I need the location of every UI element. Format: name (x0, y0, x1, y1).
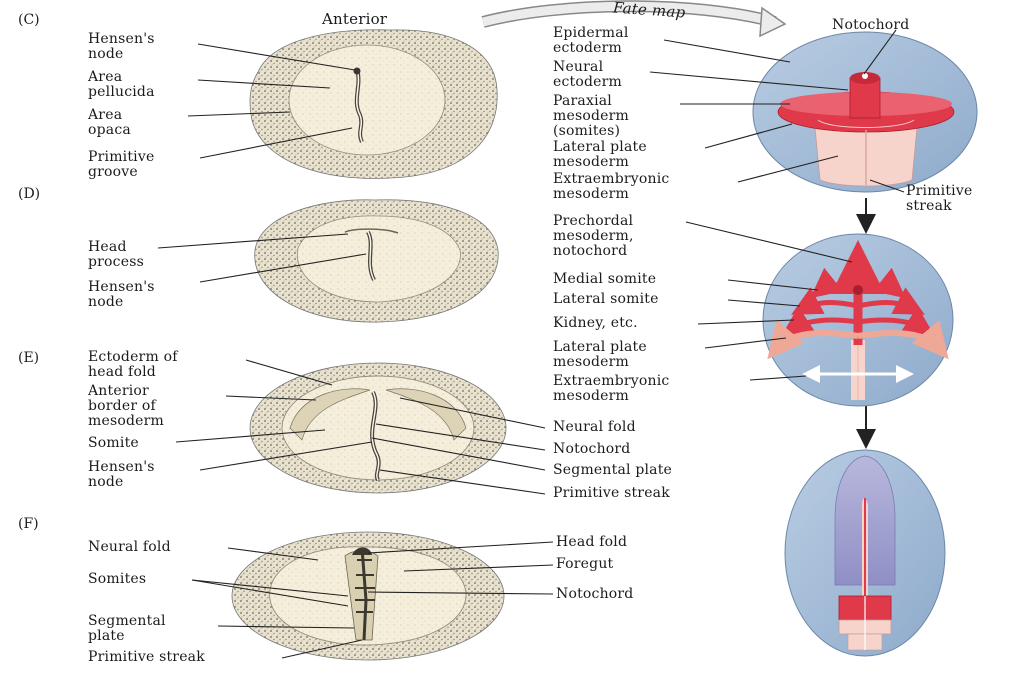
label-d-head-process: Head process (88, 239, 144, 270)
label-d-hensens-node: Hensen's node (88, 279, 155, 310)
fate-map-3 (784, 449, 946, 657)
leader-lines (157, 29, 905, 659)
fate-map-2 (762, 233, 954, 407)
heading-anterior: Anterior (322, 10, 388, 28)
label-f-foregut: Foregut (556, 556, 614, 572)
label-e-segmental-plate: Segmental plate (553, 462, 673, 478)
label-fm1-lateral-plate: Lateral plate mesoderm (553, 139, 647, 170)
label-fm1-paraxial-mesoderm: Paraxial mesoderm (somites) (553, 93, 629, 139)
label-fm2-lateral-somite: Lateral somite (553, 291, 659, 307)
embryo-d (254, 199, 499, 323)
stage-label-d: (D) (18, 186, 41, 202)
label-c-area-opaca: Area opaca (88, 107, 131, 138)
label-fm2-kidney: Kidney, etc. (553, 315, 638, 331)
label-f-somites: Somites (88, 571, 147, 587)
label-e-hensens-node: Hensen's node (88, 459, 155, 490)
label-f-head-fold: Head fold (556, 534, 628, 550)
fate-map-1 (752, 31, 978, 193)
label-e-primitive-streak: Primitive streak (553, 485, 670, 501)
label-fm2-prechordal: Prechordal mesoderm, notochord (553, 213, 634, 259)
embryo-c (249, 29, 498, 179)
label-e-ectoderm-head-fold: Ectoderm of head fold (88, 349, 178, 380)
label-c-primitive-groove: Primitive groove (88, 149, 155, 180)
label-fm1-neural-ectoderm: Neural ectoderm (553, 59, 622, 90)
label-f-primitive-streak: Primitive streak (88, 649, 205, 665)
label-f-segmental-plate: Segmental plate (88, 613, 166, 644)
label-fm1-extraembryonic: Extraembryonic mesoderm (553, 171, 670, 202)
label-e-notochord: Notochord (553, 441, 631, 457)
label-e-anterior-border: Anterior border of mesoderm (88, 383, 164, 429)
label-c-hensens-node: Hensen's node (88, 31, 155, 62)
label-e-somite: Somite (88, 435, 139, 451)
label-fm2-medial-somite: Medial somite (553, 271, 657, 287)
label-e-neural-fold: Neural fold (553, 419, 636, 435)
label-f-notochord: Notochord (556, 586, 634, 602)
label-f-neural-fold: Neural fold (88, 539, 171, 555)
label-fm1-primitive-streak: Primitive streak (906, 183, 973, 214)
embryo-f (231, 531, 505, 661)
label-fm1-notochord: Notochord (832, 17, 910, 33)
stage-label-f: (F) (18, 516, 39, 532)
stage-label-c: (C) (18, 12, 40, 28)
label-fm2-lateral-plate: Lateral plate mesoderm (553, 339, 647, 370)
embryo-e (249, 362, 507, 494)
label-fm2-extraembryonic: Extraembryonic mesoderm (553, 373, 670, 404)
label-fm1-epidermal-ectoderm: Epidermal ectoderm (553, 25, 629, 56)
stage-label-e: (E) (18, 350, 40, 366)
label-c-area-pellucida: Area pellucida (88, 69, 155, 100)
